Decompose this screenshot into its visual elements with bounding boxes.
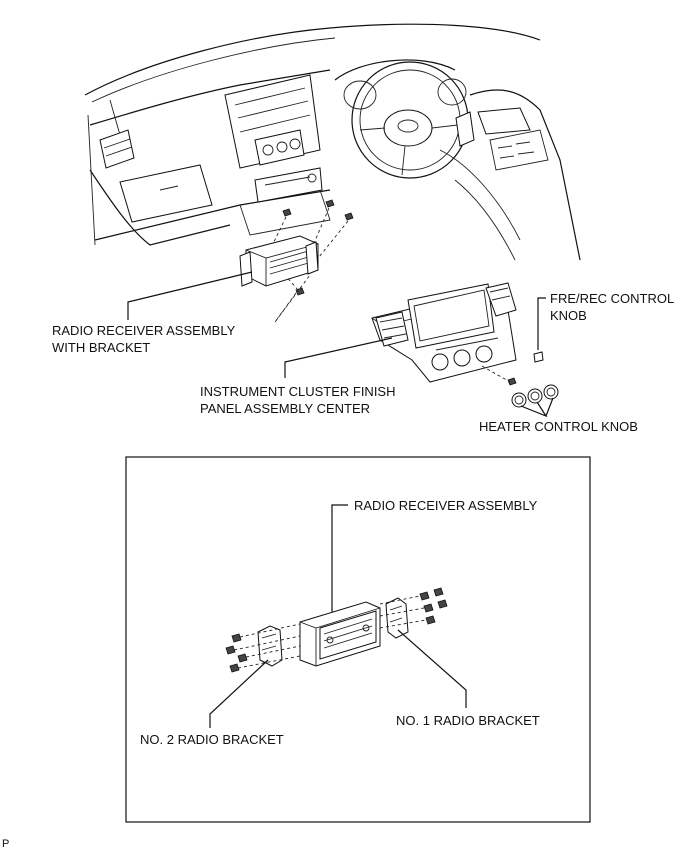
- mounting-bolts-upper: [269, 199, 354, 323]
- label-instrument-panel-1: INSTRUMENT CLUSTER FINISH: [200, 384, 396, 399]
- leader-radio-receiver-assembly: [331, 504, 348, 612]
- label-no1-radio-bracket: NO. 1 RADIO BRACKET: [396, 713, 540, 728]
- label-no2-radio-bracket: NO. 2 RADIO BRACKET: [140, 732, 284, 747]
- leader-radio-receiver-with-bracket: [127, 271, 253, 320]
- label-radio-receiver-assembly: RADIO RECEIVER ASSEMBLY: [354, 498, 538, 513]
- leader-no1-bracket: [397, 629, 467, 708]
- no1-radio-bracket-part: [385, 597, 409, 639]
- radio-receiver-with-bracket-part: [239, 235, 319, 287]
- label-heater-control-knob: HEATER CONTROL KNOB: [479, 419, 638, 434]
- bracket-screws-right: [379, 587, 448, 629]
- label-radio-receiver-with-bracket-2: WITH BRACKET: [52, 340, 151, 355]
- fre-rec-control-knob-part: [533, 351, 544, 363]
- inset-box: [125, 456, 591, 823]
- leader-no2-bracket: [209, 659, 269, 728]
- bracket-screws-left: [225, 623, 301, 673]
- panel-screw: [507, 377, 517, 386]
- instrument-cluster-finish-panel-part: [371, 282, 517, 383]
- corner-mark: P: [2, 838, 10, 850]
- label-instrument-panel-2: PANEL ASSEMBLY CENTER: [200, 401, 371, 416]
- label-fre-rec-knob-2: KNOB: [550, 308, 587, 323]
- label-radio-receiver-with-bracket-1: RADIO RECEIVER ASSEMBLY: [52, 323, 236, 338]
- label-fre-rec-knob-1: FRE/REC CONTROL: [550, 291, 675, 306]
- leader-fre-rec-knob: [537, 297, 546, 350]
- leader-instrument-panel: [284, 337, 393, 378]
- radio-receiver-assembly-part: [299, 601, 381, 667]
- no2-radio-bracket-part: [257, 625, 283, 667]
- leader-heater-knob: [520, 397, 554, 418]
- heater-control-knobs-part: [511, 384, 559, 408]
- dashboard-outline: [84, 23, 581, 261]
